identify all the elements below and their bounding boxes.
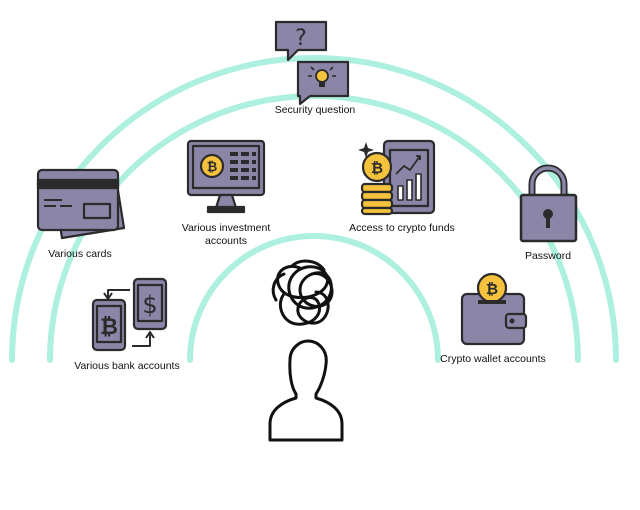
svg-text:₿: ₿ <box>100 315 118 340</box>
bitcoin-monitor-icon: ₿ <box>186 139 266 214</box>
svg-text:₿: ₿ <box>207 160 218 175</box>
credit-cards-icon <box>36 168 126 240</box>
person-silhouette-icon <box>268 339 344 442</box>
access-to-crypto-funds-label: Access to crypto funds <box>349 222 455 234</box>
various-investment-accounts-label: Various investment accounts <box>181 222 271 247</box>
various-cards-label: Various cards <box>48 248 112 260</box>
svg-text:₿: ₿ <box>371 159 383 177</box>
password-label: Password <box>524 250 572 262</box>
bitcoin-dollar-phone-exchange-icon: $ ₿ <box>91 277 168 352</box>
bitcoin-wallet-icon: ₿ <box>460 272 528 346</box>
question-and-idea-chat-icon: ? <box>274 20 350 106</box>
crypto-wallet-accounts-label: Crypto wallet accounts <box>440 353 546 365</box>
tangled-scribble-icon <box>271 259 334 326</box>
svg-text:₿: ₿ <box>486 280 498 298</box>
bitcoin-coins-growth-chart-icon: ₿ <box>358 139 436 216</box>
security-question-label: Security question <box>274 104 356 116</box>
various-bank-accounts-label: Various bank accounts <box>74 360 180 372</box>
svg-text:$: $ <box>142 291 157 319</box>
svg-text:?: ? <box>295 26 307 51</box>
padlock-icon <box>519 164 578 243</box>
inner-arc <box>187 233 441 363</box>
